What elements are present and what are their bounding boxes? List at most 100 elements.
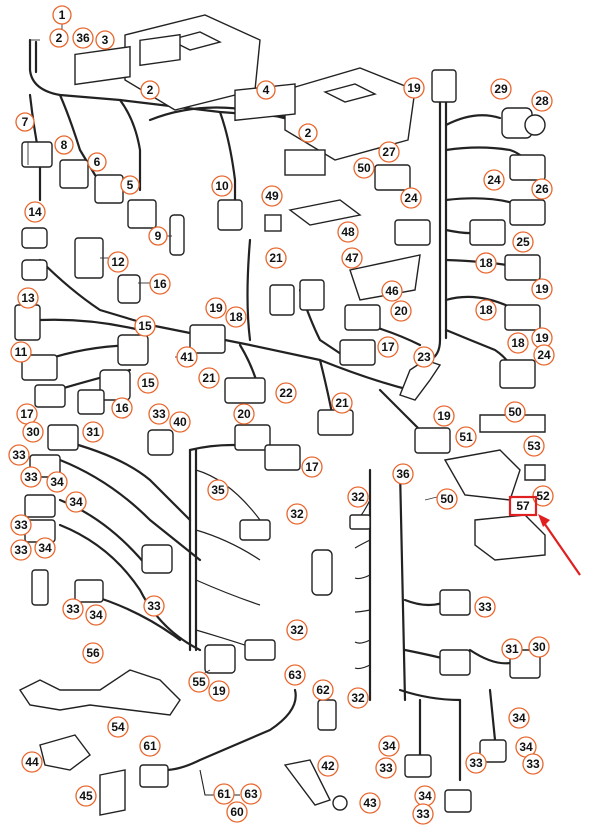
callout-19: 19 bbox=[531, 327, 553, 349]
callout-33: 33 bbox=[412, 803, 434, 825]
callout-number: 17 bbox=[381, 340, 395, 354]
callout-circle bbox=[10, 341, 32, 363]
callout-number: 33 bbox=[379, 761, 393, 775]
callout-number: 17 bbox=[305, 460, 319, 474]
callout-circle bbox=[225, 306, 247, 328]
callout-19: 19 bbox=[208, 680, 230, 702]
callout-number: 19 bbox=[437, 409, 451, 423]
callout-circle bbox=[286, 619, 308, 641]
callout-45: 45 bbox=[75, 785, 97, 807]
callout-circle bbox=[24, 201, 46, 223]
bracket-48 bbox=[288, 199, 362, 226]
callout-number: 24 bbox=[404, 191, 418, 205]
connector-33d bbox=[439, 589, 471, 616]
callout-51: 51 bbox=[455, 426, 477, 448]
callout-40: 40 bbox=[169, 411, 191, 433]
callout-circle bbox=[504, 401, 526, 423]
callout-19: 19 bbox=[433, 405, 455, 427]
callout-circle bbox=[34, 537, 56, 559]
bracket-46 bbox=[349, 254, 421, 301]
callout-2: 2 bbox=[298, 123, 318, 143]
callout-number: 45 bbox=[79, 789, 93, 803]
callout-circle bbox=[149, 273, 171, 295]
callout-number: 63 bbox=[244, 787, 258, 801]
callout-32: 32 bbox=[347, 486, 369, 508]
callout-circle bbox=[120, 175, 140, 195]
callout-33: 33 bbox=[465, 752, 487, 774]
callout-5: 5 bbox=[120, 175, 140, 195]
callout-number: 16 bbox=[115, 401, 129, 415]
callout-number: 7 bbox=[22, 115, 29, 129]
callout-number: 26 bbox=[535, 182, 549, 196]
connector-12 bbox=[74, 237, 104, 279]
callout-circle bbox=[474, 596, 496, 618]
callout-32: 32 bbox=[286, 619, 308, 641]
callout-34: 34 bbox=[378, 735, 400, 757]
callout-50: 50 bbox=[353, 157, 375, 179]
bracket-57 bbox=[474, 514, 546, 561]
callout-20: 20 bbox=[390, 300, 412, 322]
callout-34: 34 bbox=[515, 736, 537, 758]
callout-8: 8 bbox=[54, 135, 74, 155]
callout-circle bbox=[528, 636, 550, 658]
callout-circle bbox=[413, 346, 435, 368]
callout-number: 33 bbox=[14, 518, 28, 532]
connector-30a bbox=[47, 424, 79, 451]
callout-number: 4 bbox=[263, 83, 270, 97]
callout-circle bbox=[475, 299, 497, 321]
callout-2: 2 bbox=[140, 80, 160, 100]
connector-18b bbox=[504, 304, 541, 331]
connector-16a bbox=[117, 274, 141, 304]
callout-circle bbox=[134, 315, 156, 337]
callout-11: 11 bbox=[10, 341, 32, 363]
callout-number: 48 bbox=[341, 225, 355, 239]
callout-number: 34 bbox=[519, 740, 533, 754]
connector-19a bbox=[431, 69, 457, 103]
callout-circle bbox=[82, 421, 104, 443]
callout-circle bbox=[169, 411, 191, 433]
callout-number: 44 bbox=[25, 755, 39, 769]
callout-number: 31 bbox=[505, 642, 519, 656]
callout-number: 18 bbox=[229, 310, 243, 324]
injector bbox=[311, 549, 333, 596]
callout-number: 33 bbox=[478, 600, 492, 614]
callout-number: 18 bbox=[511, 336, 525, 350]
callout-circle bbox=[15, 112, 35, 132]
callout-circle bbox=[143, 595, 165, 617]
callout-number: 18 bbox=[479, 256, 493, 270]
callout-number: 36 bbox=[76, 31, 90, 45]
connector-32a bbox=[239, 519, 271, 541]
callout-circle bbox=[403, 77, 425, 99]
callout-circle bbox=[54, 135, 74, 155]
connector-10 bbox=[217, 199, 243, 231]
connector-14 bbox=[21, 227, 48, 249]
callout-circle bbox=[65, 491, 87, 513]
callout-circle bbox=[378, 735, 400, 757]
callout-24: 24 bbox=[533, 344, 555, 366]
callout-number: 54 bbox=[111, 720, 125, 734]
connector-14b bbox=[21, 259, 48, 281]
connector-13 bbox=[14, 304, 41, 341]
callout-32: 32 bbox=[286, 503, 308, 525]
callout-number: 34 bbox=[418, 789, 432, 803]
callout-18: 18 bbox=[475, 252, 497, 274]
bracket-42 bbox=[283, 759, 331, 806]
callout-33: 33 bbox=[10, 514, 32, 536]
callout-47: 47 bbox=[341, 247, 363, 269]
callout-number: 2 bbox=[147, 83, 154, 97]
callout-circle bbox=[531, 178, 553, 200]
callout-35: 35 bbox=[207, 479, 229, 501]
connector-32c bbox=[349, 514, 371, 530]
connector-6 bbox=[94, 174, 124, 204]
connector-19b bbox=[189, 324, 226, 354]
callout-circle bbox=[347, 486, 369, 508]
callout-number: 34 bbox=[69, 495, 83, 509]
callout-circle bbox=[148, 226, 168, 246]
callout-circle bbox=[390, 300, 412, 322]
callout-41: 41 bbox=[176, 346, 198, 368]
callout-19: 19 bbox=[403, 77, 425, 99]
ecu-module-top bbox=[74, 14, 261, 111]
callout-number: 32 bbox=[290, 507, 304, 521]
callout-circle bbox=[377, 336, 399, 358]
